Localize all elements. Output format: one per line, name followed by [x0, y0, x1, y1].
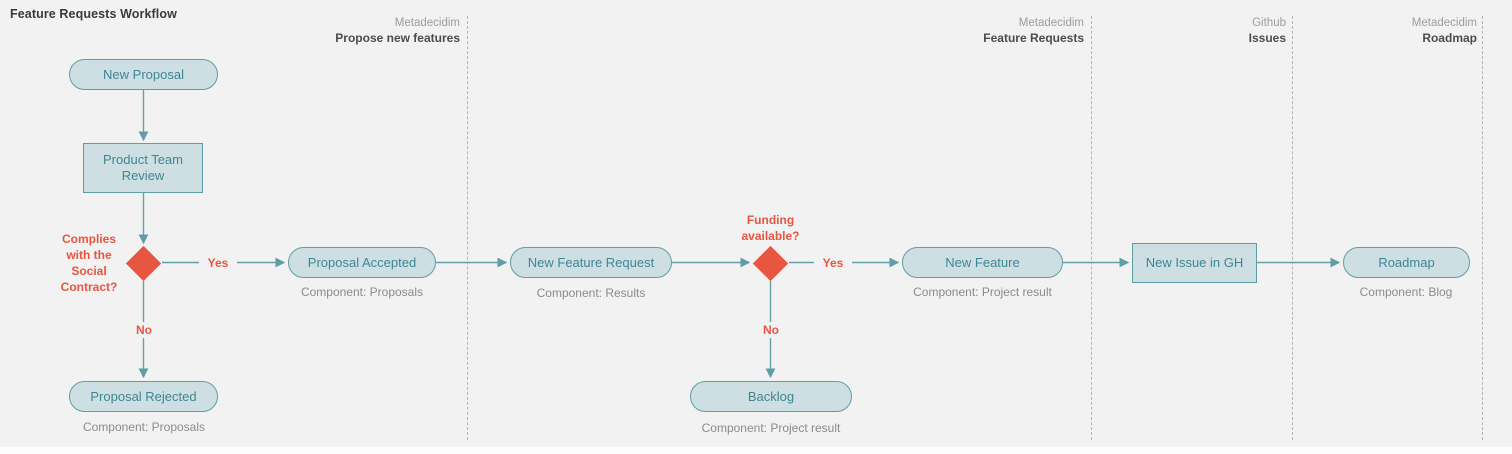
- node-label: Proposal Rejected: [90, 388, 197, 404]
- section-name: Propose new features: [335, 31, 460, 45]
- node-new-issue-in-gh: New Issue in GH: [1132, 243, 1257, 283]
- decision1-no-label: No: [126, 322, 162, 338]
- component-label: Component: Proposals: [82, 420, 206, 434]
- section-divider: [467, 16, 468, 440]
- node-new-feature-request: New Feature Request: [510, 247, 672, 278]
- section-org: Github: [1252, 17, 1286, 29]
- section-org: Metadecidim: [1018, 17, 1084, 29]
- decision2-yes-label: Yes: [814, 255, 852, 271]
- section-header-propose-new-features: Metadecidim Propose new features: [260, 16, 460, 46]
- section-divider: [1292, 16, 1293, 440]
- node-label: New Feature Request: [527, 254, 655, 270]
- decision-social-contract-question: Complies with the Social Contract?: [60, 232, 118, 294]
- node-roadmap: Roadmap: [1343, 247, 1470, 278]
- node-label: New Proposal: [103, 66, 184, 82]
- node-new-proposal: New Proposal: [69, 59, 218, 90]
- component-label: Component: Project result: [913, 285, 1052, 299]
- component-label: Component: Blog: [1359, 285, 1453, 299]
- node-label: Proposal Accepted: [307, 254, 417, 270]
- section-header-issues: Github Issues: [1086, 16, 1286, 46]
- section-header-feature-requests: Metadecidim Feature Requests: [884, 16, 1084, 46]
- section-org: Metadecidim: [394, 17, 460, 29]
- decision1-yes-label: Yes: [199, 255, 237, 271]
- section-header-roadmap: Metadecidim Roadmap: [1277, 16, 1477, 46]
- section-name: Issues: [1248, 31, 1286, 45]
- decision-funding-question: Funding available?: [741, 213, 800, 243]
- node-backlog: Backlog: [690, 381, 852, 412]
- node-label: Roadmap: [1378, 254, 1435, 270]
- node-proposal-rejected: Proposal Rejected: [69, 381, 218, 412]
- section-org: Metadecidim: [1411, 17, 1477, 29]
- page-title: Feature Requests Workflow: [10, 7, 177, 21]
- node-new-feature: New Feature: [902, 247, 1063, 278]
- section-name: Feature Requests: [983, 31, 1084, 45]
- component-label: Component: Results: [536, 286, 646, 300]
- decision2-no-label: No: [753, 322, 789, 338]
- node-label: New Issue in GH: [1145, 255, 1244, 270]
- section-divider: [1482, 16, 1483, 440]
- node-proposal-accepted: Proposal Accepted: [288, 247, 436, 278]
- node-product-team-review: Product Team Review: [83, 143, 203, 193]
- node-label: Backlog: [747, 388, 795, 404]
- component-label: Component: Proposals: [300, 285, 424, 299]
- bottom-strip: [0, 447, 1512, 454]
- section-name: Roadmap: [1422, 31, 1477, 45]
- component-label: Component: Project result: [701, 421, 841, 435]
- node-label: Product Team Review: [103, 152, 183, 183]
- section-divider: [1091, 16, 1092, 440]
- node-label: New Feature: [945, 254, 1020, 270]
